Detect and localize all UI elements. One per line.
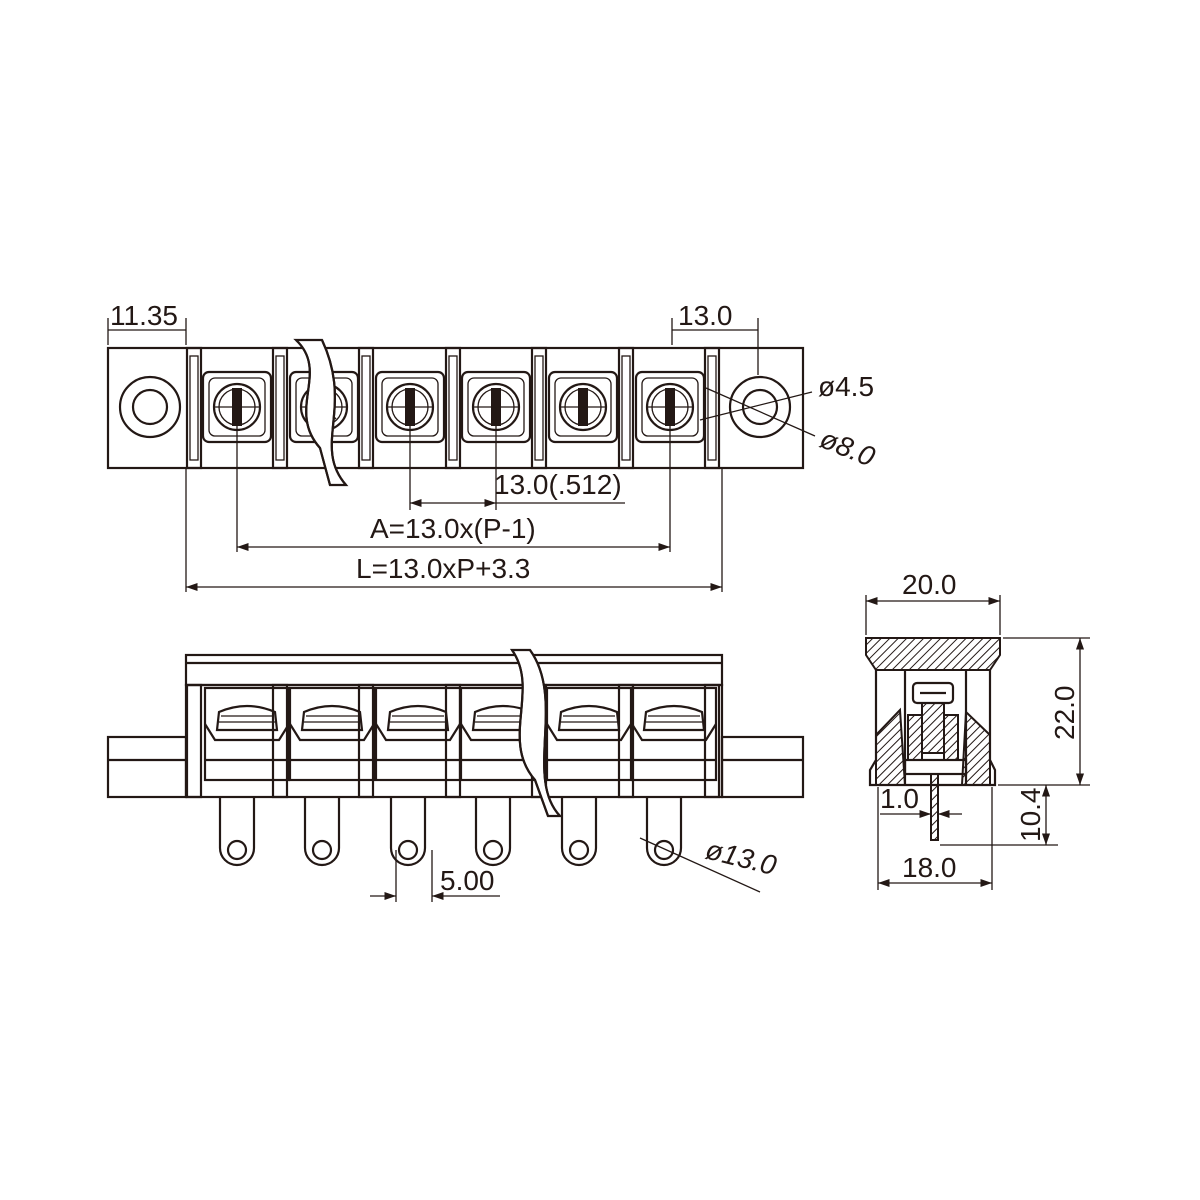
dim-pin-spacing: 5.00	[440, 865, 495, 896]
pin-hole-icon	[397, 839, 419, 861]
solder-pin	[218, 797, 256, 867]
clamp-icon	[557, 704, 621, 732]
dim-hole-outer: ø8.0	[816, 423, 880, 473]
dim-pin-thickness: 1.0	[880, 783, 919, 814]
solder-pin	[560, 797, 598, 867]
mount-hole-outer-icon	[728, 375, 792, 439]
dim-a-formula: A=13.0x(P-1)	[370, 513, 536, 544]
pin-hole-icon	[226, 839, 248, 861]
solder-pin	[303, 797, 341, 867]
dim-l-formula: L=13.0xP+3.3	[356, 553, 530, 584]
top-view: 11.35 13.0 ø4.5 ø8.0 13.0(.512) A=13.0x(…	[106, 300, 880, 592]
pin-hole-icon	[311, 839, 333, 861]
front-view: 5.00 ø13.0	[106, 648, 805, 902]
clamp-icon	[215, 704, 279, 732]
terminal-cell	[547, 370, 619, 444]
dim-hole-inner: ø4.5	[818, 371, 874, 402]
side-view: 20.0 22.0 10.4 1.0 18.0	[865, 569, 1090, 890]
clamp-icon	[642, 704, 706, 732]
clamp-icon	[300, 704, 364, 732]
solder-pin	[474, 797, 512, 867]
dim-right-offset: 13.0	[678, 300, 733, 331]
terminal-slot	[374, 686, 462, 782]
solder-pin	[389, 797, 427, 867]
dim-pin-hole: ø13.0	[703, 834, 780, 882]
dim-side-height: 22.0	[1049, 686, 1080, 741]
screw-icon	[558, 382, 608, 432]
pin-hole-icon	[568, 839, 590, 861]
terminal-slot	[203, 686, 291, 782]
separator-post	[617, 346, 635, 470]
pin-hole-icon	[482, 839, 504, 861]
dim-pin-length: 10.4	[1015, 788, 1046, 843]
dim-left-offset: 11.35	[110, 300, 178, 331]
dim-pitch: 13.0(.512)	[494, 469, 622, 500]
pin-hole-icon	[653, 839, 675, 861]
separator-post	[703, 346, 721, 470]
separator-post	[530, 346, 548, 470]
solder-pin	[645, 797, 683, 867]
clamp-icon	[386, 704, 450, 732]
separator-post	[444, 346, 462, 470]
dim-side-width: 20.0	[902, 569, 957, 600]
terminal-slot	[545, 686, 633, 782]
separator-post	[185, 346, 203, 470]
divider-wall	[185, 683, 203, 799]
terminal-slot	[288, 686, 376, 782]
separator-post	[357, 346, 375, 470]
separator-post	[271, 346, 289, 470]
mount-hole-inner-icon	[741, 388, 779, 426]
dim-base-width: 18.0	[902, 852, 957, 883]
terminal-slot	[630, 686, 718, 782]
